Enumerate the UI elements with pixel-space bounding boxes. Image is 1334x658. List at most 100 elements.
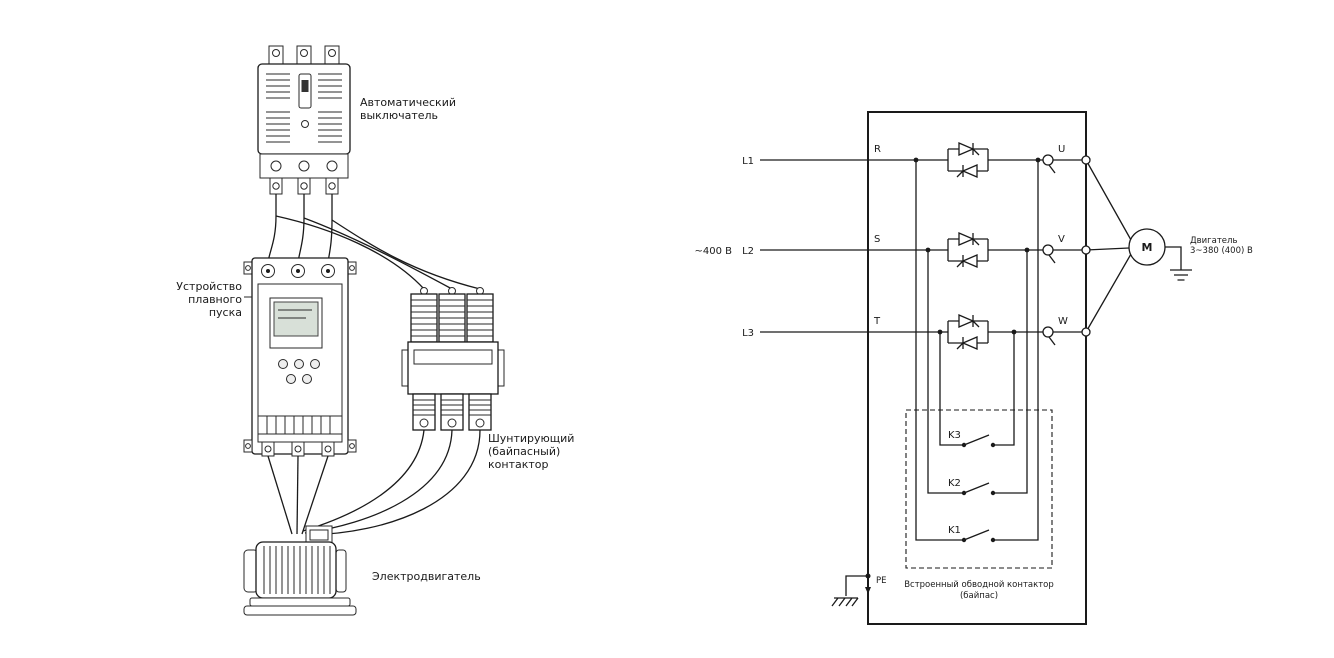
output-terminal-v xyxy=(1042,244,1054,256)
terminal-pigtail xyxy=(1048,164,1056,174)
label-s: S xyxy=(874,234,880,245)
phase-line-l3 xyxy=(760,253,1132,333)
wire-to-contactor-2 xyxy=(303,217,453,290)
dashed-bypass-box xyxy=(905,409,1053,569)
starter-terminal-strip xyxy=(257,415,343,435)
starter-button xyxy=(302,374,312,384)
pe-wire xyxy=(845,575,868,596)
bypass-branch-l3 xyxy=(939,332,962,446)
bypass-contactor-illustration xyxy=(401,287,505,431)
starter-button xyxy=(278,359,288,369)
wire-to-starter-3 xyxy=(327,219,333,263)
contact-k2 xyxy=(961,482,996,496)
motor-ground-wire xyxy=(1165,246,1182,270)
contact-k3 xyxy=(961,434,996,448)
label-u: U xyxy=(1058,144,1065,155)
wire-starter-motor-1 xyxy=(267,455,293,535)
bypass-return-k1 xyxy=(993,160,1039,541)
bypass-caption-line1: Встроенный обводной контактор xyxy=(904,580,1054,590)
bypass-return-k3 xyxy=(993,332,1015,446)
starter-output-lug-hole xyxy=(294,445,302,453)
pe-ground-icon xyxy=(831,597,859,607)
contactor-label-line2: (байпасный) xyxy=(488,445,560,458)
breaker-vent-slots-left xyxy=(266,73,290,143)
starter-label-line3: пуска xyxy=(209,306,242,319)
starter-buttons xyxy=(278,359,320,384)
starter-label-line2: плавного xyxy=(188,293,242,306)
output-terminals xyxy=(1042,154,1091,346)
motor-name-line1: Двигатель xyxy=(1190,236,1237,246)
label-l3: L3 xyxy=(742,328,754,339)
soft-starter xyxy=(243,257,357,457)
breaker-top-lug-hole xyxy=(328,49,336,57)
starter-label-line1: Устройство xyxy=(176,280,242,293)
box-edge-terminal xyxy=(1081,155,1091,165)
bypass-branch-l2 xyxy=(927,250,962,494)
pe-arrow-icon xyxy=(865,587,871,594)
terminal-strip-dividers xyxy=(266,416,331,434)
starter-output-lug-hole xyxy=(324,445,332,453)
contactor-terminal-fins xyxy=(413,399,435,416)
breaker-bottom-lug-hole xyxy=(300,182,308,190)
breaker-top-lug-hole xyxy=(300,49,308,57)
starter-input-terminal-screw xyxy=(326,269,330,273)
bypass-caption-line2: (байпас) xyxy=(960,591,998,601)
motor-illustration xyxy=(243,525,357,616)
wire-contactor-motor-3 xyxy=(306,429,481,536)
breaker-test-button xyxy=(301,120,309,128)
bypass-branch-l1 xyxy=(915,160,962,541)
contactor-side-tab xyxy=(497,349,505,387)
wire-starter-motor-3 xyxy=(301,455,329,535)
label-k2: K2 xyxy=(948,478,961,489)
starter-input-terminal-screw xyxy=(296,269,300,273)
thyristor-pair-2 xyxy=(947,232,989,268)
junction-dot xyxy=(925,247,931,253)
phase-line-l1 xyxy=(760,159,1132,241)
starter-tab-hole xyxy=(349,443,355,449)
lcd-display xyxy=(269,297,323,349)
junction-dot xyxy=(1024,247,1030,253)
bypass-branch-lines xyxy=(913,157,1041,541)
box-edge-terminal xyxy=(1081,327,1091,337)
contactor-terminal-fins xyxy=(469,399,491,416)
pe-ground-group xyxy=(831,573,871,607)
motor-ground-icon xyxy=(1170,269,1192,281)
motor-end-cap-right xyxy=(335,549,347,593)
motor-base-upper xyxy=(249,597,351,607)
contactor-pole-fins xyxy=(467,299,493,337)
circuit-breaker xyxy=(257,45,351,195)
motor-label: Электродвигатель xyxy=(372,570,481,583)
display-text-lines xyxy=(278,309,312,319)
wire-to-starter-1 xyxy=(267,215,277,263)
breaker-screw xyxy=(270,160,282,172)
starter-button xyxy=(294,359,304,369)
left-illustration: Автоматический выключатель xyxy=(176,45,574,616)
right-schematic: K3 K2 K1 M Двигатель 3~380 (400) В xyxy=(694,111,1253,625)
label-k3: K3 xyxy=(948,430,961,441)
breaker-bottom-lug-hole xyxy=(272,182,280,190)
wire-to-contactor-1 xyxy=(275,215,425,290)
junction-dot xyxy=(913,157,919,163)
breaker-label-line2: выключатель xyxy=(360,109,438,122)
wire-breaker-down xyxy=(275,194,333,220)
junction-dot xyxy=(1011,329,1017,335)
output-terminal-u xyxy=(1042,154,1054,166)
label-v: V xyxy=(1058,234,1065,245)
junction-dot xyxy=(1035,157,1041,163)
contactor-terminal-screw xyxy=(447,418,457,428)
breaker-label-line1: Автоматический xyxy=(360,96,456,109)
motor-name-line2: 3~380 (400) В xyxy=(1190,246,1253,256)
contactor-terminal-fins xyxy=(441,399,463,416)
terminal-pigtail xyxy=(1048,254,1056,264)
phase-lines xyxy=(760,159,1132,333)
breaker-screw xyxy=(298,160,310,172)
thyristor-pair-1 xyxy=(947,142,989,178)
starter-input-terminal-screw xyxy=(266,269,270,273)
wire-to-starter-2 xyxy=(297,217,305,263)
output-terminal-w xyxy=(1042,326,1054,338)
contactor-label-line1: Шунтирующий xyxy=(488,432,574,445)
starter-tab-hole xyxy=(245,443,251,449)
label-r: R xyxy=(874,144,881,155)
breaker-vent-slots-right xyxy=(318,73,342,143)
